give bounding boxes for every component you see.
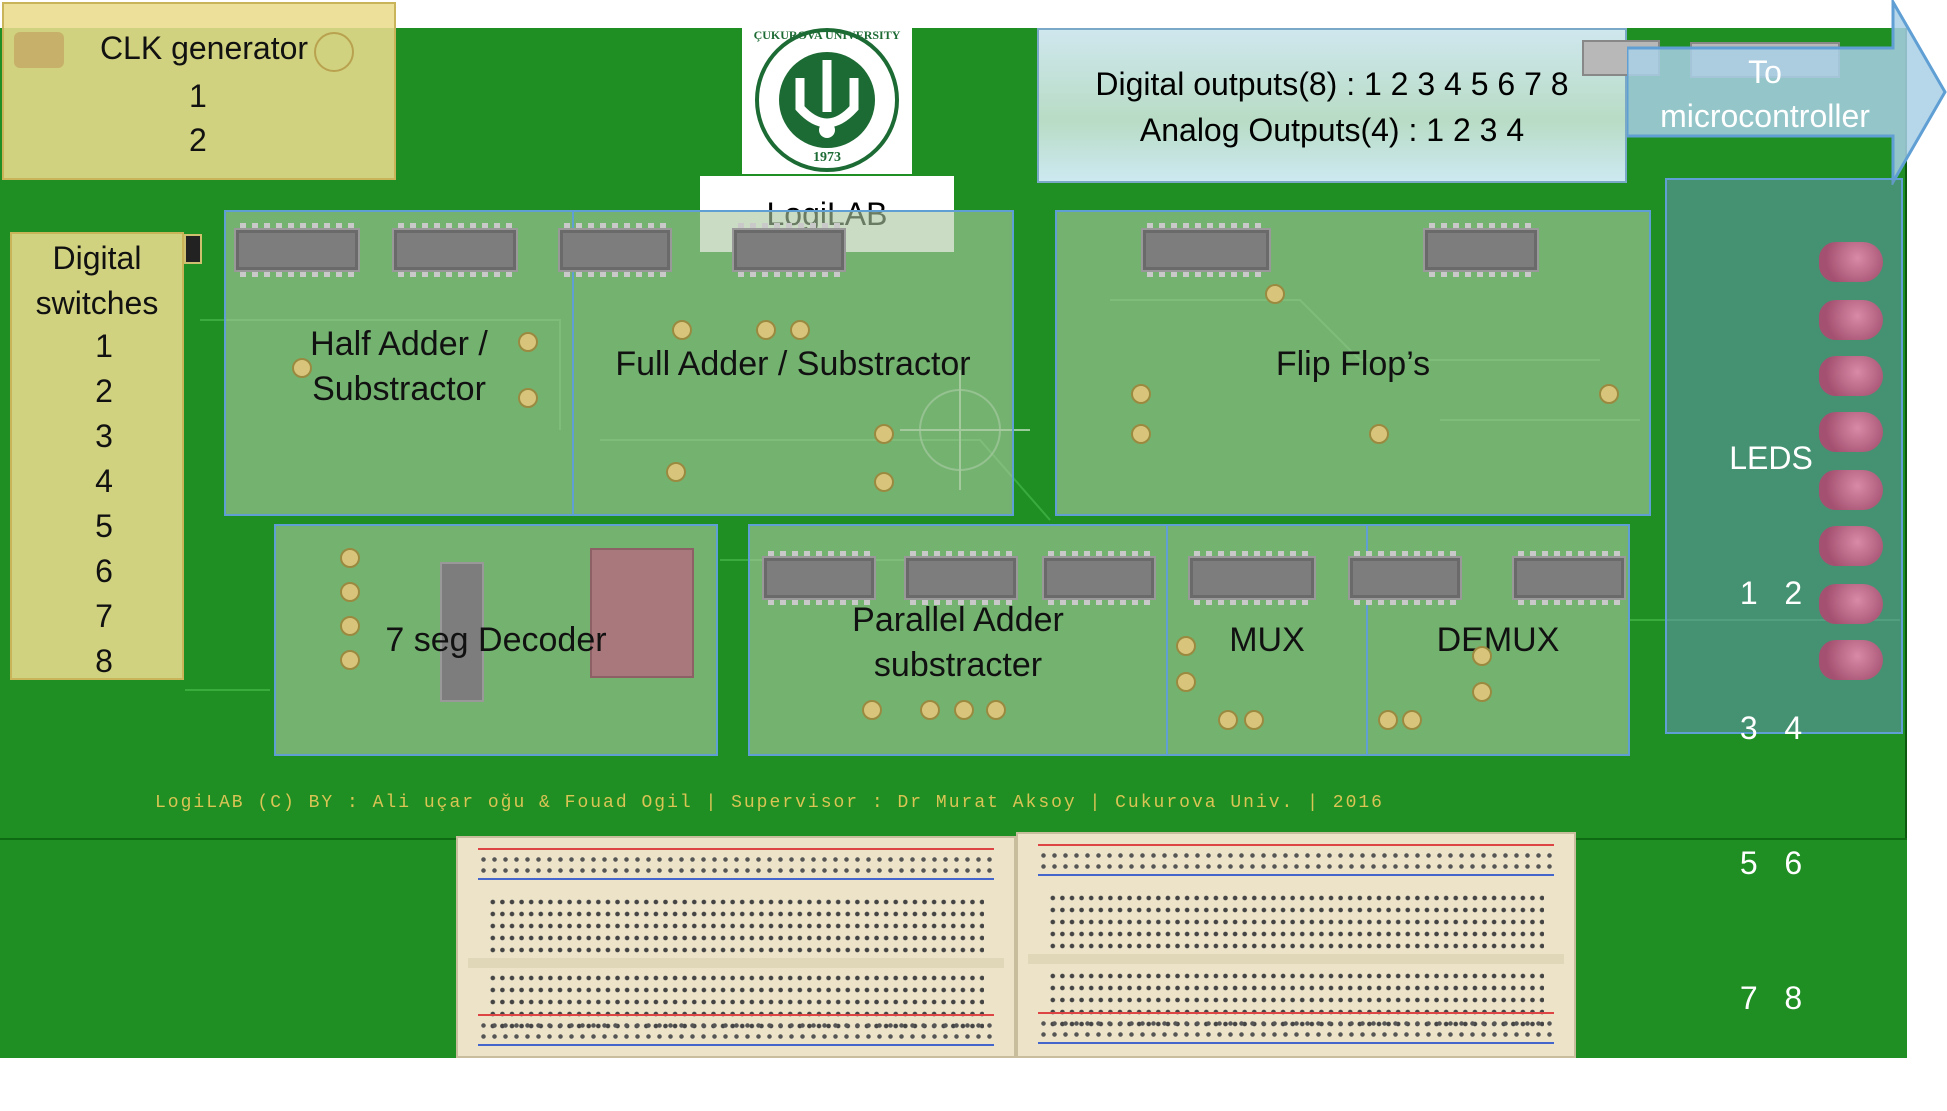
switch-connector: [184, 234, 202, 264]
switch-5[interactable]: 5: [95, 508, 113, 544]
silkscreen-credit: LogiLAB (C) BY : Ali uçar oğu & Fouad Og…: [155, 793, 1384, 813]
clk-title: CLK generator: [99, 30, 309, 66]
leds-panel: LEDS 1 2 3 4 5 6 7 8: [1665, 178, 1903, 1016]
logo-university-text: ÇUKUROVA UNIVERSITY: [753, 28, 901, 42]
switches-title-line-1: Digital: [52, 240, 142, 276]
switch-4[interactable]: 4: [95, 463, 113, 499]
half-adder-module: Half Adder / Substractor: [224, 210, 574, 516]
half-adder-line-2: Substractor: [312, 370, 486, 408]
parallel-adder-label: Parallel Adder substracter: [750, 598, 1166, 688]
micro-line-1: To: [1748, 54, 1782, 90]
parallel-adder-module: Parallel Adder substracter: [748, 524, 1168, 756]
switch-3[interactable]: 3: [95, 418, 113, 454]
breadboard-left[interactable]: [456, 836, 1016, 1058]
logo-year: 1973: [813, 150, 841, 165]
decoder-chip: [440, 562, 484, 702]
clk-item-1: 1: [189, 78, 207, 114]
switch-8[interactable]: 8: [95, 643, 113, 679]
outputs-panel: Digital outputs(8) : 1 2 3 4 5 6 7 8 Ana…: [1037, 28, 1627, 183]
analog-outputs-label: Analog Outputs(4) : 1 2 3 4: [1139, 112, 1525, 148]
switch-6[interactable]: 6: [95, 553, 113, 589]
parallel-adder-line-2: substracter: [873, 646, 1043, 684]
flip-flops-module: Flip Flop’s: [1055, 210, 1651, 516]
breadboard-right[interactable]: [1016, 832, 1576, 1058]
seven-seg-decoder-module: 7 seg Decoder: [274, 524, 718, 756]
clk-item-2: 2: [189, 122, 207, 158]
seven-seg-label: 7 seg Decoder: [385, 621, 607, 659]
full-adder-module: Full Adder / Substractor: [558, 210, 1014, 516]
demux-module: DEMUX: [1348, 524, 1630, 756]
led-3-icon: [1819, 356, 1883, 396]
micro-line-2: microcontroller: [1660, 98, 1870, 134]
switch-number-list: 1 2 3 4 5 6 7 8: [84, 324, 124, 684]
flip-flops-label: Flip Flop’s: [1275, 345, 1431, 383]
capacitor-icon: [314, 32, 354, 72]
seven-seg-display: [590, 548, 694, 678]
university-logo: ÇUKUROVA UNIVERSITY 1973: [742, 20, 912, 174]
leds-row-2: 3 4: [1739, 710, 1803, 746]
led-5-icon: [1819, 470, 1883, 510]
to-microcontroller-label: To microcontroller: [1640, 50, 1890, 138]
digital-switches-panel: Digital switches 1 2 3 4 5 6 7 8: [10, 232, 184, 680]
digital-outputs-label: Digital outputs(8) : 1 2 3 4 5 6 7 8: [1095, 66, 1569, 102]
leds-labels: LEDS 1 2 3 4 5 6 7 8: [1691, 346, 1851, 1111]
clk-generator-panel: CLK generator 1 2: [2, 2, 396, 180]
led-7-icon: [1819, 584, 1883, 624]
switch-1[interactable]: 1: [95, 328, 113, 364]
switch-7[interactable]: 7: [95, 598, 113, 634]
leds-row-4: 7 8: [1739, 980, 1803, 1016]
university-seal-icon: [755, 28, 899, 172]
led-6-icon: [1819, 526, 1883, 566]
arrow-right-icon: [1627, 0, 1947, 185]
leds-row-1: 1 2: [1739, 575, 1803, 611]
demux-label: DEMUX: [1436, 621, 1560, 659]
switches-title: Digital switches: [12, 236, 182, 326]
mux-module: MUX: [1166, 524, 1368, 756]
crystal-icon: [14, 32, 64, 68]
switch-2[interactable]: 2: [95, 373, 113, 409]
led-2-icon: [1819, 300, 1883, 340]
led-8-icon: [1819, 640, 1883, 680]
led-4-icon: [1819, 412, 1883, 452]
parallel-adder-line-1: Parallel Adder: [852, 601, 1064, 639]
full-adder-label: Full Adder / Substractor: [615, 345, 971, 383]
switches-title-line-2: switches: [35, 285, 159, 321]
leds-row-3: 5 6: [1739, 845, 1803, 881]
led-1-icon: [1819, 242, 1883, 282]
half-adder-line-1: Half Adder /: [310, 325, 488, 363]
mux-label: MUX: [1229, 621, 1305, 659]
half-adder-label: Half Adder / Substractor: [226, 322, 572, 412]
leds-title: LEDS: [1729, 440, 1813, 476]
